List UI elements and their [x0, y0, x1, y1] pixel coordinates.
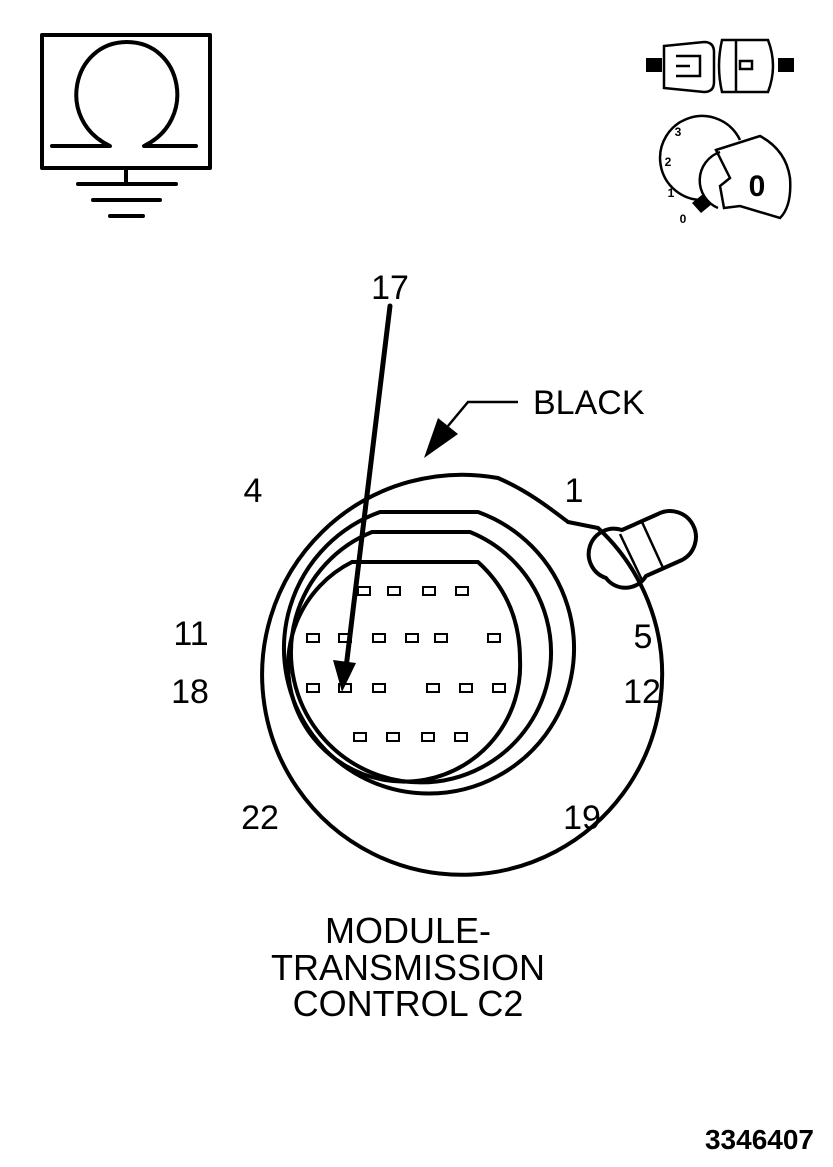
- pin-number-5: 5: [634, 618, 653, 656]
- pin-number-19: 19: [563, 799, 601, 837]
- terminal-cavity: [422, 586, 436, 596]
- terminal-cavities: [306, 586, 506, 742]
- pin-number-4: 4: [244, 472, 263, 510]
- terminal-cavity: [459, 683, 473, 693]
- terminal-cavity: [426, 683, 440, 693]
- terminal-cavity: [405, 633, 419, 643]
- terminal-cavity: [357, 586, 371, 596]
- connector-face: [260, 303, 698, 877]
- pin-17-arrowhead: [333, 660, 356, 692]
- pin-number-12: 12: [623, 673, 661, 711]
- color-leader-line: [447, 400, 518, 427]
- ignition-key-off-icon: 0 3 2 1 0: [658, 114, 792, 226]
- caption-line-1: MODULE-: [325, 910, 491, 951]
- terminal-cavity: [353, 732, 367, 742]
- connector-outer-housing: [260, 472, 665, 877]
- terminal-cavity: [492, 683, 506, 693]
- terminal-cavity: [386, 732, 400, 742]
- connector-ring-4: [286, 560, 523, 784]
- ignition-position-3: 3: [675, 125, 682, 139]
- terminal-cavity: [372, 683, 386, 693]
- terminal-cavity: [455, 586, 469, 596]
- terminal-cavity: [421, 732, 435, 742]
- ignition-key-position-label: 0: [749, 170, 766, 203]
- pin-number-22: 22: [241, 799, 279, 837]
- terminal-cavity: [306, 633, 320, 643]
- ignition-position-1: 1: [668, 186, 675, 200]
- pin-number-1: 1: [565, 472, 584, 510]
- figure-id: 3346407: [705, 1124, 814, 1155]
- ohmmeter-ground-icon: [40, 33, 212, 218]
- pin-number-11: 11: [173, 615, 208, 653]
- ignition-position-0: 0: [680, 212, 687, 226]
- color-leader-arrowhead: [424, 418, 458, 458]
- terminal-cavity: [487, 633, 501, 643]
- connector-ring-2: [282, 510, 576, 796]
- connector-ring-3: [289, 530, 553, 785]
- pin-number-17: 17: [371, 269, 409, 307]
- terminal-cavity: [387, 586, 401, 596]
- terminal-cavity: [454, 732, 468, 742]
- terminal-cavity: [306, 683, 320, 693]
- ignition-position-2: 2: [665, 155, 672, 169]
- disconnected-connector-icon: [646, 38, 794, 94]
- pin-17-arrow-line: [343, 303, 393, 671]
- caption-line-3: CONTROL C2: [293, 983, 524, 1024]
- pin-number-18: 18: [171, 673, 209, 711]
- connector-color-label: BLACK: [533, 384, 645, 422]
- caption-line-2: TRANSMISSION: [271, 947, 545, 988]
- latch-tab: [586, 509, 698, 590]
- terminal-cavity: [434, 633, 448, 643]
- terminal-cavity: [372, 633, 386, 643]
